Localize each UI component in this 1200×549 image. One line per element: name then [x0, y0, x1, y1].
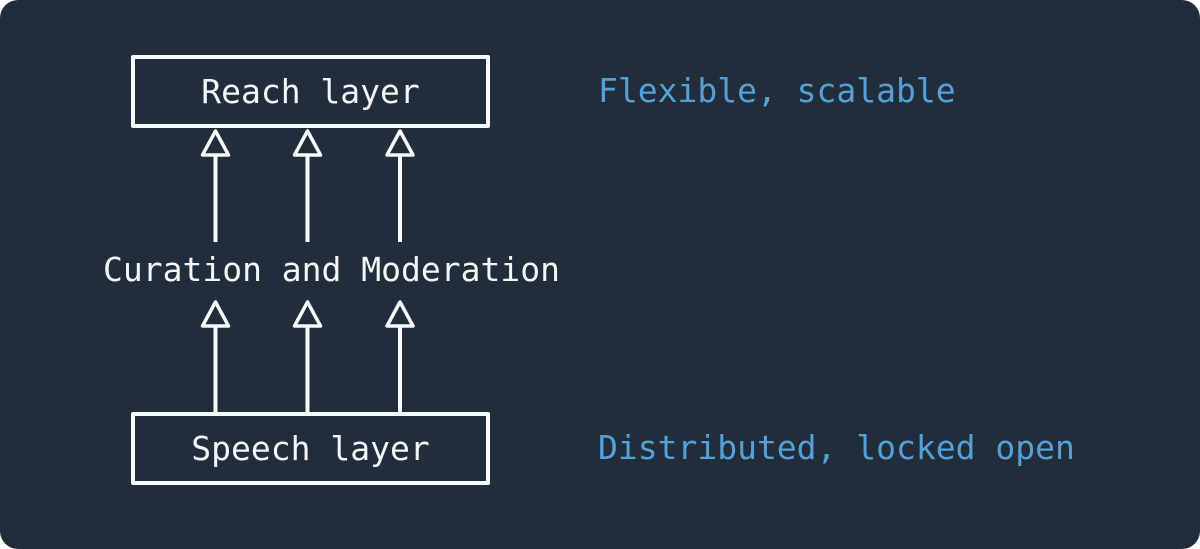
up-arrow-icon: [292, 129, 323, 242]
up-arrow-icon: [200, 300, 231, 413]
reach-layer-box: Reach layer: [131, 55, 490, 128]
up-arrow-icon: [292, 300, 323, 413]
reach-layer-label: Reach layer: [201, 72, 420, 111]
speech-layer-label: Speech layer: [191, 429, 430, 468]
speech-layer-box: Speech layer: [131, 412, 490, 485]
speech-annotation: Distributed, locked open: [598, 428, 1075, 467]
reach-annotation: Flexible, scalable: [598, 71, 956, 110]
up-arrow-icon: [385, 129, 415, 242]
up-arrow-icon: [200, 129, 231, 242]
up-arrow-icon: [385, 300, 415, 413]
curation-moderation-label: Curation and Moderation: [103, 250, 560, 289]
